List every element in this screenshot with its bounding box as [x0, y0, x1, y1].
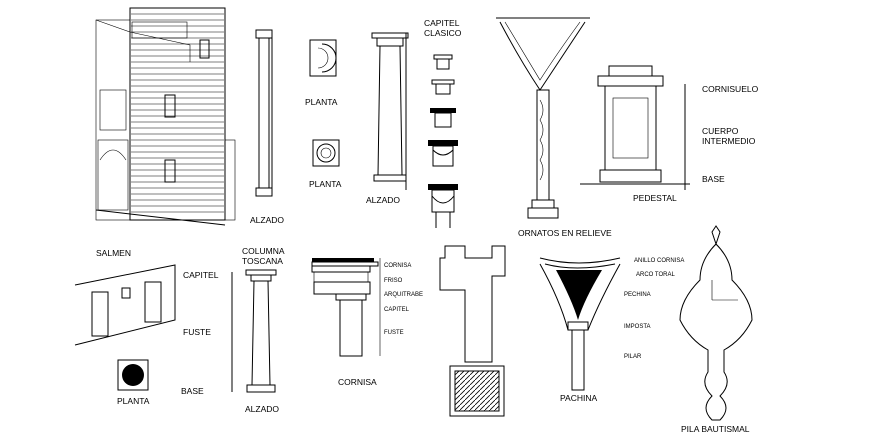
pendentive [539, 257, 621, 391]
label-imposta: IMPOSTA [624, 324, 651, 330]
pedestal-drawing [580, 65, 690, 190]
capitals-stack [428, 54, 458, 228]
label-capitel: CAPITEL [183, 270, 219, 280]
label-alzado-3: ALZADO [245, 404, 279, 414]
label-planta-2: PLANTA [309, 179, 342, 189]
label-c-arquitrabe: ARQUITRABE [384, 292, 423, 298]
label-columna-2: TOSCANA [242, 256, 283, 266]
building-facade [95, 7, 236, 226]
column-elevation [371, 32, 409, 190]
label-pila: PILA BAUTISMAL [681, 424, 750, 434]
label-cuerpo-2: INTERMEDIO [702, 136, 756, 146]
label-base-columna: BASE [181, 386, 204, 396]
salmen-wall [74, 264, 176, 346]
label-pechina: PECHINA [624, 292, 651, 298]
label-arco: ARCO TORAL [636, 272, 675, 278]
label-planta-3: PLANTA [117, 396, 150, 406]
pilaster-elevation [255, 29, 273, 197]
label-base-pedestal: BASE [702, 174, 725, 184]
label-alzado-2: ALZADO [366, 195, 400, 205]
baptismal-font [679, 225, 753, 421]
label-c-friso: FRISO [384, 278, 403, 284]
plan-half-column [309, 39, 337, 77]
label-cuerpo-1: CUERPO [702, 126, 739, 136]
ornate-arch [496, 17, 590, 219]
label-capitel-clasico-1: CAPITEL [424, 18, 460, 28]
label-pedestal: PEDESTAL [633, 193, 677, 203]
label-ornatos: ORNATOS EN RELIEVE [518, 228, 612, 238]
label-alzado-1: ALZADO [250, 215, 284, 225]
label-pachina: PACHINA [560, 393, 597, 403]
cornice-section [311, 258, 381, 357]
label-capitel-clasico-2: CLASICO [424, 28, 462, 38]
label-cornisa: CORNISA [338, 377, 377, 387]
label-salmen: SALMEN [96, 248, 131, 258]
tuscan-column [231, 269, 277, 393]
cross-plan [439, 245, 506, 417]
label-pilar: PILAR [624, 354, 642, 360]
label-columna-1: COLUMNA [242, 246, 285, 256]
plan-square-column [312, 139, 340, 167]
label-c-fuste: FUSTE [384, 330, 404, 336]
label-fuste: FUSTE [183, 327, 211, 337]
salmen-plan [117, 359, 149, 391]
label-cornisuelo: CORNISUELO [702, 84, 759, 94]
label-anillo: ANILLO CORNISA [634, 258, 684, 264]
label-planta-1: PLANTA [305, 97, 338, 107]
label-c-capitel: CAPITEL [384, 307, 410, 313]
label-c-cornisa: CORNISA [384, 263, 411, 269]
